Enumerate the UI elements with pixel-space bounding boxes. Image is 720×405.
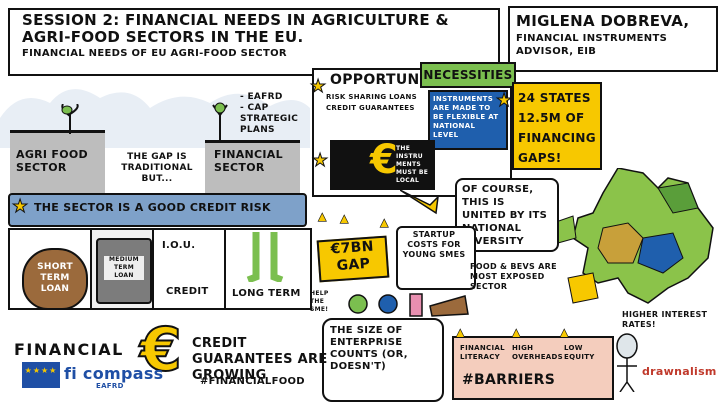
legs-icon xyxy=(246,232,284,282)
agri-food-label: AGRI FOOD SECTOR xyxy=(16,148,88,174)
instruments-note: INSTRUMENTS ARE MADE TO BE FLEXIBLE AT N… xyxy=(428,90,508,150)
warning-icon: ▲ xyxy=(512,326,521,340)
euro-icon: € xyxy=(139,315,183,385)
long-term-cell: LONG TERM xyxy=(224,228,312,310)
credit-risk-banner xyxy=(8,193,307,227)
agri-food-wall xyxy=(10,130,105,193)
europe-map xyxy=(552,168,714,304)
barriers-box xyxy=(452,336,614,400)
credit-cell: I.O.U. CREDIT xyxy=(152,228,226,310)
barriers-list: FINANCIAL LITERACY HIGH OVERHEADS LOW EQ… xyxy=(460,344,610,362)
warning-icon: ▲ xyxy=(560,326,569,340)
euro-icon: € xyxy=(370,137,399,183)
opportunity-list: RISK SHARING LOANS CREDIT GUARANTEES xyxy=(326,92,417,114)
interest-rates-text: HIGHER INTEREST RATES! xyxy=(622,310,708,329)
warning-icon: ▲ xyxy=(456,326,465,340)
barrier-item: LOW EQUITY xyxy=(564,344,595,361)
warning-icon: ▲ xyxy=(340,212,349,226)
star-icon: ★ xyxy=(309,76,327,98)
iou-note: I.O.U. xyxy=(162,240,196,251)
brand-logo: drawnalism xyxy=(642,365,717,378)
speaker-role: FINANCIAL INSTRUMENTS ADVISOR, EIB xyxy=(516,33,668,57)
eafrd-logo-text: EAFRD xyxy=(96,382,124,390)
sme-figures-icon xyxy=(348,293,469,317)
barriers-title: #BARRIERS xyxy=(462,372,556,388)
funds-list: - EAFRD - CAP STRATEGIC PLANS xyxy=(240,92,310,136)
food-bevs-text: FOOD & BEVS ARE MOST EXPOSED SECTOR xyxy=(470,262,557,291)
financial-word: FINANCIAL xyxy=(14,340,124,359)
short-term-label: SHORT TERM LOAN xyxy=(37,262,73,294)
speaker-frame xyxy=(508,6,718,72)
opportunity-item: CREDIT GUARANTEES xyxy=(326,104,415,112)
help-sme-text: HELP THE SME! xyxy=(310,290,329,313)
star-icon: ★ xyxy=(311,150,329,172)
local-instruments-text: THE INSTRU MENTS MUST BE LOCAL xyxy=(396,145,429,184)
barrier-item: FINANCIAL LITERACY xyxy=(460,344,505,361)
states-count: 24 STATES xyxy=(518,91,591,105)
loan-types-row: SHORT TERM LOAN MEDIUM TERM LOAN I.O.U. … xyxy=(8,228,312,310)
startup-costs-text: STARTUP COSTS FOR YOUNG SMES xyxy=(402,230,466,259)
financial-sector-label: FINANCIAL SECTOR xyxy=(214,148,283,174)
enterprise-size-text: THE SIZE OF ENTERPRISE COUNTS (OR, DOESN… xyxy=(330,325,408,372)
enterprise-size-box xyxy=(322,318,444,402)
financial-sector-wall xyxy=(205,140,300,193)
diversity-bubble xyxy=(455,178,559,252)
diversity-text: OF COURSE, THIS IS UNITED BY ITS NATIONA… xyxy=(462,184,548,247)
credit-label: CREDIT xyxy=(166,286,209,297)
credit-risk-text: THE SECTOR IS A GOOD CREDIT RISK xyxy=(34,201,271,214)
gap-amount: 12.5M OF xyxy=(518,111,585,125)
trumpet-icon xyxy=(400,189,440,215)
title-frame xyxy=(8,8,500,76)
short-term-cell: SHORT TERM LOAN xyxy=(8,228,92,310)
local-instruments-panel xyxy=(330,140,435,190)
fund-eafrd: - EAFRD xyxy=(240,92,283,102)
session-title: SESSION 2: FINANCIAL NEEDS IN AGRICULTUR… xyxy=(22,11,449,46)
barrier-item: HIGH OVERHEADS xyxy=(512,344,563,361)
fi-compass-logo: fi compass xyxy=(64,364,164,383)
star-icon: ★ xyxy=(495,90,513,112)
warning-icon: ▲ xyxy=(318,210,327,224)
speaker-name: MIGLENA DOBREVA, xyxy=(516,12,690,30)
money-bag-icon: SHORT TERM LOAN xyxy=(22,248,88,310)
financing-gaps-text: 24 STATES 12.5M OF FINANCING GAPS! xyxy=(518,88,596,168)
financing-word: FINANCING xyxy=(518,131,596,145)
financing-gaps-box xyxy=(512,82,602,170)
session-subtitle: FINANCIAL NEEDS OF EU AGRI-FOOD SECTOR xyxy=(22,48,287,59)
medium-term-cell: MEDIUM TERM LOAN xyxy=(90,228,154,310)
medium-term-label: MEDIUM TERM LOAN xyxy=(104,256,144,280)
opportunity-title: OPPORTUNITY xyxy=(330,72,446,88)
long-term-label: LONG TERM xyxy=(232,288,301,299)
fund-strategic: STRATEGIC PLANS xyxy=(240,114,299,135)
guarantees-text: CREDIT GUARANTEES ARE GROWING xyxy=(192,336,328,383)
safe-icon: MEDIUM TERM LOAN xyxy=(96,238,152,304)
hashtag-text: #FINANCIALFOOD xyxy=(200,376,305,387)
worried-person-icon xyxy=(616,333,638,392)
startup-sign xyxy=(396,226,476,290)
gaps-word: GAPS! xyxy=(518,151,562,165)
plant-icon xyxy=(61,104,79,134)
eu-flag-icon: ★★★★ xyxy=(22,362,60,388)
necessities-title: NECESSITIES xyxy=(420,62,516,88)
warning-icon: ▲ xyxy=(380,216,389,230)
fund-cap: - CAP xyxy=(240,103,269,113)
star-icon: ★ xyxy=(11,196,29,218)
gap-traditional-text: THE GAP IS TRADITIONAL BUT... xyxy=(121,152,193,184)
opportunity-item: RISK SHARING LOANS xyxy=(326,93,417,101)
gap-value-box: €7BN GAP xyxy=(316,235,390,283)
figure-icon xyxy=(212,102,228,142)
